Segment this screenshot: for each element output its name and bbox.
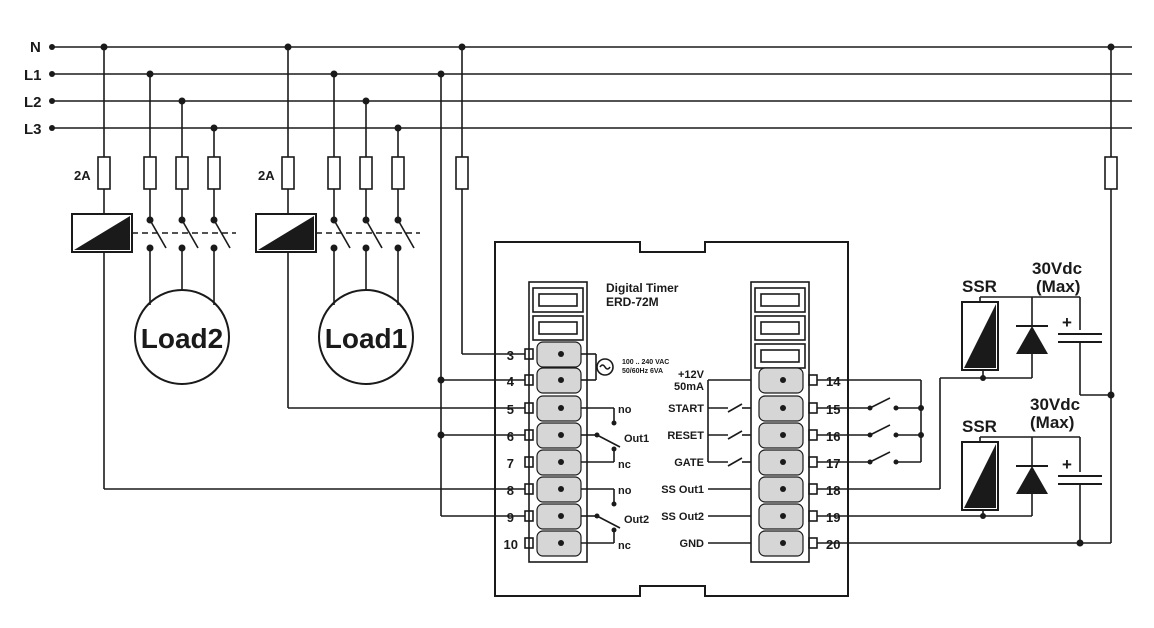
relay-label-nc1: nc: [618, 459, 631, 471]
terminal-15: 15: [758, 395, 840, 422]
left-terminal-block: 3 4 5 6 7: [500, 341, 582, 557]
ssr-circuit-1: SSR 30Vdc (Max) +: [817, 259, 1115, 490]
label-plus12v: +12V: [678, 369, 705, 381]
external-switches: [817, 379, 924, 465]
terminal-5: 5: [500, 395, 582, 422]
terminal-label-17: 17: [826, 456, 840, 471]
terminal-19: 19: [758, 503, 840, 530]
terminal-label-10: 10: [504, 537, 518, 552]
terminal-label-6: 6: [507, 429, 514, 444]
ssr-label-1: SSR: [962, 277, 997, 296]
fuse-label-2a-mid: 2A: [258, 168, 275, 183]
bus-lines: N L1 L2 L3: [24, 39, 1132, 138]
terminal-label-7: 7: [507, 456, 514, 471]
ssr-plus-2: +: [1062, 455, 1072, 474]
terminal-label-4: 4: [507, 374, 515, 389]
relay-label-out1: Out1: [624, 433, 649, 445]
ssr-max-2: (Max): [1030, 413, 1074, 432]
terminal-4: 4: [500, 367, 582, 394]
relay-label-no2: no: [618, 485, 632, 497]
terminal-18: 18: [758, 476, 840, 503]
terminal-10: 10: [504, 530, 582, 557]
terminal-7: 7: [507, 449, 582, 476]
right-terminal-block: 14 15 16 17 18: [758, 367, 841, 557]
ssr-voltage-2: 30Vdc: [1030, 395, 1080, 414]
contactor-group-load2: 2A Load2: [71, 43, 236, 489]
bus-label-n: N: [30, 39, 41, 56]
terminal-label-8: 8: [507, 483, 514, 498]
ac-supply-symbol: 100 .. 240 VAC 50/60Hz 6VA: [581, 353, 669, 381]
label-start: START: [668, 403, 704, 415]
load1-motor: [318, 289, 414, 385]
timer-device: Digital Timer ERD-72M: [494, 241, 849, 597]
terminal-17: 17: [758, 449, 840, 476]
terminal-label-16: 16: [826, 429, 840, 444]
terminal-label-9: 9: [507, 510, 514, 525]
terminal-16: 16: [758, 422, 840, 449]
load2-label: Load2: [141, 323, 223, 354]
ssr-label-2: SSR: [962, 417, 997, 436]
fuse-label-2a-left: 2A: [74, 168, 91, 183]
label-gnd: GND: [680, 538, 705, 550]
input-labels: +12V 50mA START RESET GATE SS Out1 SS Ou…: [661, 369, 751, 550]
supply-spec-voltage: 100 .. 240 VAC: [622, 359, 669, 366]
label-ssout1: SS Out1: [661, 484, 704, 496]
ssr-max-1: (Max): [1036, 277, 1080, 296]
device-model: ERD-72M: [606, 295, 659, 309]
terminal-label-5: 5: [507, 402, 514, 417]
terminal-20: 20: [758, 530, 840, 557]
relay-out1: no Out1 nc: [581, 404, 649, 471]
terminal-label-19: 19: [826, 510, 840, 525]
terminal-3: 3: [500, 341, 582, 368]
bus-label-l2: L2: [24, 94, 42, 111]
relay-label-nc2: nc: [618, 540, 631, 552]
label-reset: RESET: [667, 430, 704, 442]
terminal-label-14: 14: [826, 374, 841, 389]
neutral-feed-right: [1104, 43, 1118, 543]
label-50ma: 50mA: [674, 381, 704, 393]
relay-label-out2: Out2: [624, 514, 649, 526]
terminal-6: 6: [500, 422, 582, 449]
contactor-group-load1: 2A Load1: [255, 43, 420, 408]
label-ssout2: SS Out2: [661, 511, 704, 523]
terminal-9: 9: [500, 503, 582, 530]
load2-motor: [134, 289, 230, 385]
terminal-8: 8: [500, 476, 582, 503]
ssr-voltage-1: 30Vdc: [1032, 259, 1082, 278]
ssr-circuit-2: SSR 30Vdc (Max) +: [817, 395, 1111, 547]
relay-label-no1: no: [618, 404, 632, 416]
terminal-label-18: 18: [826, 483, 840, 498]
ssr-plus-1: +: [1062, 313, 1072, 332]
load1-label: Load1: [325, 323, 407, 354]
terminal-label-20: 20: [826, 537, 840, 552]
supply-spec-freq: 50/60Hz 6VA: [622, 368, 663, 375]
supply-wiring: [104, 43, 500, 517]
label-gate: GATE: [674, 457, 704, 469]
terminal-label-3: 3: [507, 348, 514, 363]
bus-label-l3: L3: [24, 121, 42, 138]
relay-out2: no Out2 nc: [581, 485, 649, 552]
terminal-14: 14: [758, 367, 841, 394]
terminal-label-15: 15: [826, 402, 840, 417]
bus-label-l1: L1: [24, 67, 42, 84]
device-title: Digital Timer: [606, 281, 679, 295]
